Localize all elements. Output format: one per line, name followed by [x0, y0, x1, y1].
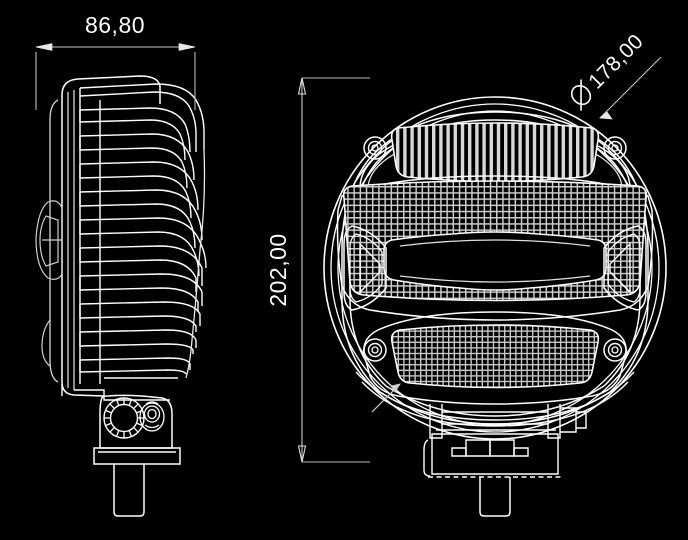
front-lower-lens [363, 311, 627, 405]
side-mounting-stem [113, 464, 145, 517]
side-bolt-head [139, 401, 165, 432]
front-view [323, 96, 667, 517]
side-fin-outer-edge [185, 149, 206, 379]
width-dimension: 86,80 [35, 12, 196, 110]
width-arrow-left [35, 43, 53, 51]
front-mounting-stem [479, 477, 511, 517]
height-arrow-bottom [297, 445, 307, 463]
side-bezel-clip-lower [41, 319, 51, 367]
diameter-symbol-icon [570, 79, 592, 111]
front-upper-lens [359, 122, 631, 225]
screw-boss-top-right [603, 136, 627, 160]
side-rear-housing [61, 377, 178, 401]
front-outer-rim [323, 96, 667, 440]
diameter-arrow [599, 111, 613, 120]
diameter-leader-line [599, 56, 662, 119]
screw-boss-top-left [363, 136, 387, 160]
front-rim-leader-arrow [371, 383, 401, 413]
front-center-bar-inner [399, 239, 591, 283]
front-bottom-contours [355, 371, 635, 427]
front-center-bar [383, 231, 607, 291]
width-arrow-right [178, 43, 196, 51]
front-screw-bosses [363, 136, 627, 362]
height-dimension: 202,00 [265, 77, 370, 463]
height-arrow-top [297, 77, 307, 95]
height-dimension-label: 202,00 [265, 233, 291, 306]
side-mounting-bracket [93, 394, 181, 465]
side-marker-detail [35, 200, 63, 280]
screw-boss-bottom-right [603, 338, 627, 362]
side-view [35, 75, 207, 517]
front-mounting-bracket [423, 404, 587, 477]
side-adjustment-knob [103, 397, 145, 439]
width-dimension-label: 86,80 [85, 12, 145, 38]
screw-boss-bottom-left [363, 338, 387, 362]
front-right-marker-triangle [603, 225, 647, 311]
front-left-marker-triangle [343, 225, 387, 311]
